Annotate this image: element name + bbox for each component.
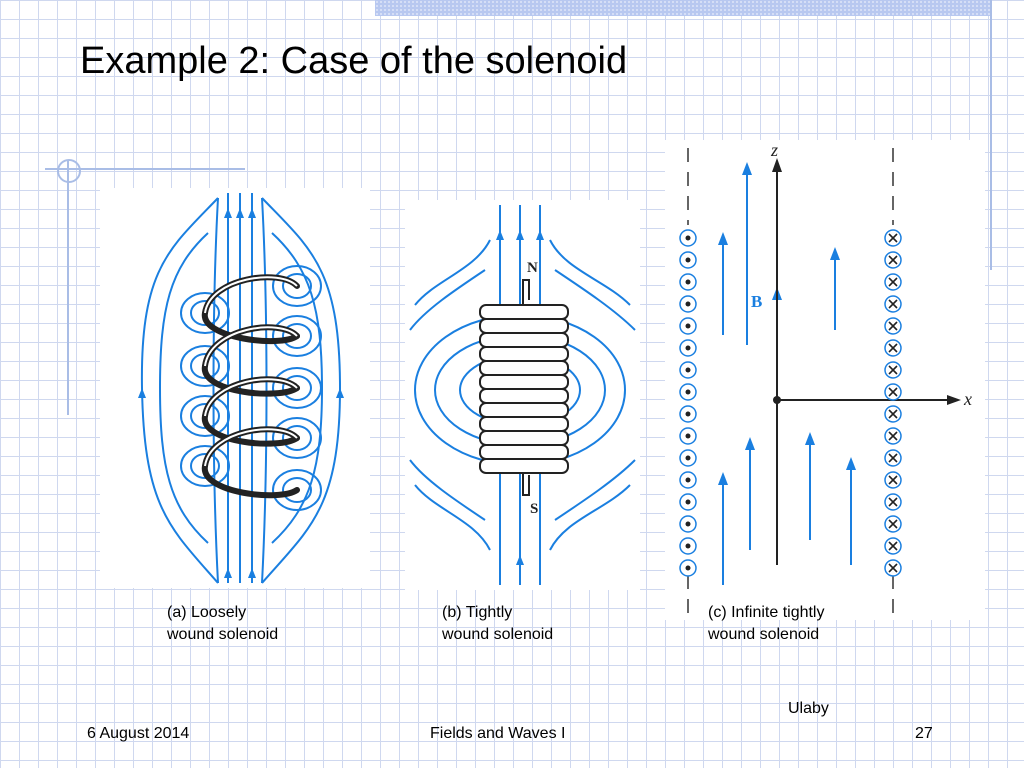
caption-a-line2: wound solenoid <box>167 626 279 643</box>
z-axis-arrowhead <box>772 158 782 172</box>
caption-c-line2: wound solenoid <box>708 626 820 643</box>
caption-b-line2: wound solenoid <box>442 626 554 643</box>
tight-solenoid-diagram: N S <box>409 205 636 585</box>
figure-infinite-solenoid: z x B <box>665 140 985 620</box>
b-field-label: B <box>751 292 762 311</box>
footer-date: 6 August 2014 <box>87 725 190 742</box>
decor-circle <box>57 159 81 183</box>
current-in-crosses <box>888 233 898 573</box>
caption-b-line1: (b) Tightly <box>442 604 513 621</box>
field-arrows-a <box>138 208 344 578</box>
coil-highlights-a <box>204 276 298 467</box>
solenoid-wall-dashes <box>687 148 894 615</box>
figure-tightly-wound-solenoid: N S <box>405 200 640 590</box>
infinite-solenoid-diagram: z x B <box>679 140 972 615</box>
field-arrows-b <box>496 230 544 565</box>
caption-c-line1: (c) Infinite tightly <box>708 604 825 621</box>
caption-a: (a) Loosely wound solenoid <box>167 602 278 646</box>
figure-loosely-wound-solenoid <box>100 188 370 588</box>
caption-a-line1: (a) Loosely <box>167 604 247 621</box>
field-lines-a <box>140 193 342 584</box>
origin-dot <box>773 396 781 404</box>
axes-c <box>776 170 953 565</box>
z-axis-label: z <box>770 140 778 160</box>
page-number: 27 <box>915 725 933 742</box>
loose-solenoid-diagram <box>138 193 344 584</box>
x-axis-arrowhead <box>947 395 961 405</box>
current-out-dots <box>685 235 691 571</box>
caption-b: (b) Tightly wound solenoid <box>442 602 553 646</box>
top-decor-band <box>375 0 990 16</box>
lead-wires-b <box>522 279 530 496</box>
south-pole-label: S <box>530 501 538 517</box>
caption-c: (c) Infinite tightly wound solenoid <box>708 602 824 646</box>
x-axis-label: x <box>963 389 972 409</box>
title-underline-rule <box>45 168 245 170</box>
field-arrowheads-c <box>718 162 856 485</box>
credit-text: Ulaby <box>788 700 829 717</box>
footer-course: Fields and Waves I <box>430 725 566 742</box>
right-decor-rule <box>990 0 992 270</box>
north-pole-label: N <box>527 260 538 276</box>
field-arrows-c <box>722 170 852 585</box>
left-decor-rule <box>67 160 69 415</box>
coil-windings-b <box>479 304 569 474</box>
slide-title: Example 2: Case of the solenoid <box>80 40 628 82</box>
